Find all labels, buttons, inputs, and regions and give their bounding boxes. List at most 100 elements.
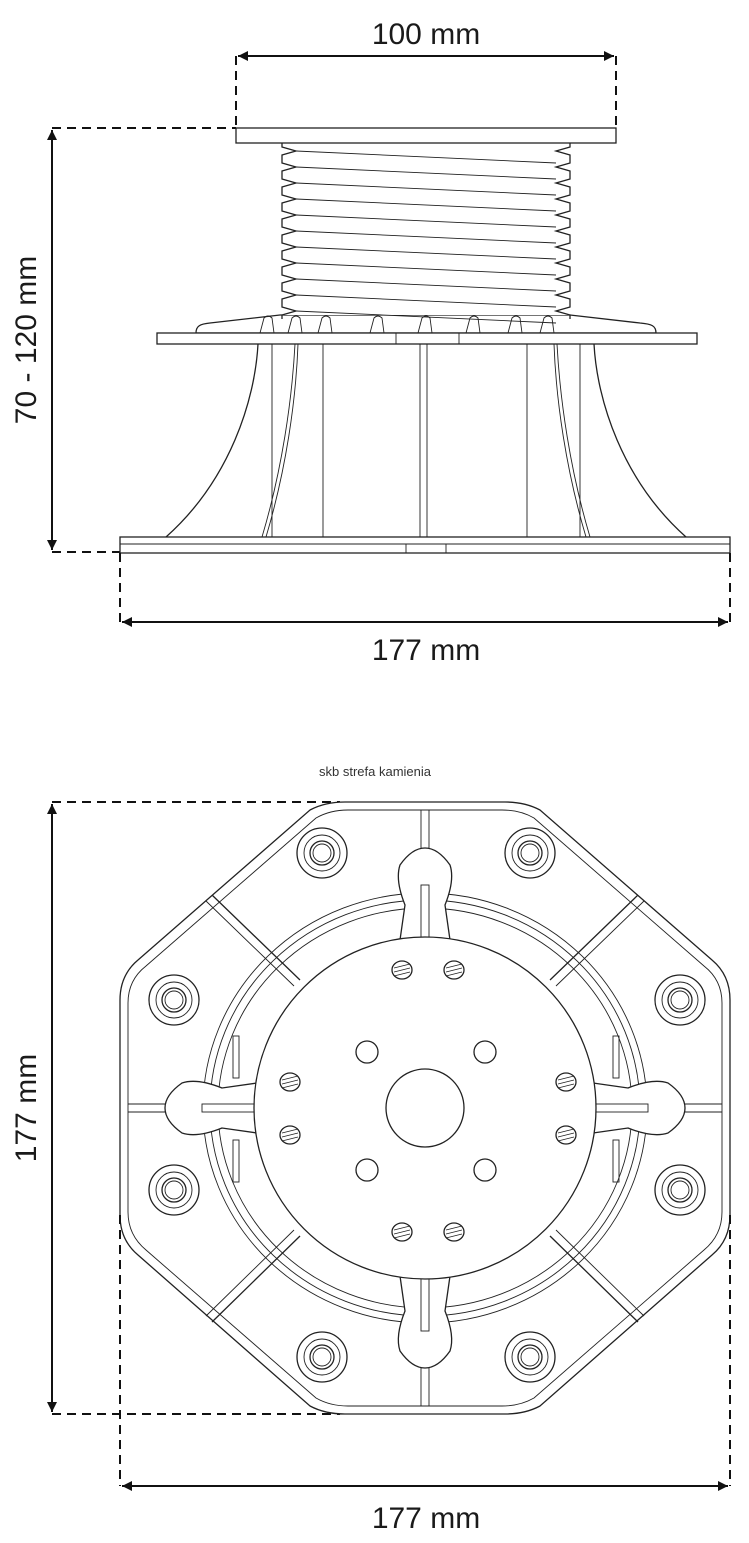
top-width-label: 100 mm: [372, 18, 480, 51]
boss-outer: [296, 1331, 348, 1383]
bosses: [148, 827, 706, 1383]
bolt-hole: [473, 1158, 497, 1182]
boss-hole: [309, 1344, 335, 1370]
boss-hole-inner: [312, 1347, 332, 1367]
screw-hole-hatch: [445, 971, 463, 977]
top-view-width-label: 177 mm: [372, 1502, 480, 1535]
screw-hole: [391, 1222, 413, 1242]
screw-hole-hatch: [557, 1128, 575, 1134]
height-label: 70 - 120 mm: [10, 256, 43, 424]
spoke: [211, 894, 301, 981]
screw-hole-hatch: [445, 963, 463, 969]
center-hole: [385, 1068, 465, 1148]
top-plate: [235, 127, 617, 144]
side-view: 100 mm 70 - 120 mm 177 mm: [10, 18, 731, 667]
base-flare-outline: [165, 343, 687, 538]
boss-hole-inner: [520, 843, 540, 863]
spoke: [549, 894, 639, 981]
screw-hole-hatch: [393, 971, 411, 977]
boss-outer: [148, 1164, 200, 1216]
screw-hole-hatch: [445, 1225, 463, 1231]
boss-ring: [303, 834, 341, 872]
outer-base-inner-outline: [127, 809, 723, 1407]
screw-hole: [443, 1222, 465, 1242]
top-view-height-label: 177 mm: [10, 1054, 43, 1162]
screw-hole-hatch: [281, 1136, 299, 1142]
spoke: [549, 1235, 639, 1323]
middle-plate: [156, 332, 698, 345]
boss-outer: [504, 1331, 556, 1383]
screw-hole-hatch: [557, 1083, 575, 1089]
boss-hole: [161, 1177, 187, 1203]
screw-hole: [279, 1125, 301, 1145]
boss-hole: [309, 840, 335, 866]
screw-hole: [555, 1072, 577, 1092]
boss-outer: [654, 974, 706, 1026]
screw-hole-hatch: [445, 967, 463, 973]
bolt-hole: [355, 1040, 379, 1064]
base-curved-ribs: [261, 343, 591, 538]
thread-line: [295, 198, 557, 212]
holes: [279, 960, 577, 1242]
screw-hole-hatch: [393, 1229, 411, 1235]
boss-outer: [654, 1164, 706, 1216]
collar-teeth: [259, 315, 555, 334]
lobe-outline: [164, 1080, 258, 1136]
spoke: [205, 1229, 295, 1317]
lobe: [397, 1275, 453, 1369]
watermark-text: skb strefa kamienia: [319, 764, 432, 779]
collar-tooth: [369, 315, 385, 334]
side-slot: [612, 1139, 620, 1183]
lobe-outline: [397, 847, 453, 941]
thread-right-edge: [553, 143, 571, 319]
thread-line: [295, 294, 557, 308]
boss-hole-inner: [312, 843, 332, 863]
top-view: 177 mm 177 mm: [10, 801, 731, 1535]
boss-ring: [661, 981, 699, 1019]
boss-ring: [511, 834, 549, 872]
boss-hole-inner: [164, 1180, 184, 1200]
collar-tooth: [539, 315, 555, 334]
screw-hole-hatch: [557, 1132, 575, 1138]
base-width-label: 177 mm: [372, 634, 480, 667]
threaded-column: [281, 143, 571, 324]
screw-hole-hatch: [393, 1233, 411, 1239]
collar: [195, 314, 657, 334]
screw-hole-hatch: [281, 1128, 299, 1134]
lobe-outline: [592, 1080, 686, 1136]
spoke: [211, 1235, 301, 1323]
screw-hole-hatch: [393, 963, 411, 969]
collar-tooth: [259, 315, 275, 334]
spoke: [205, 900, 295, 987]
lobe: [592, 1080, 686, 1136]
thread-line: [295, 278, 557, 292]
diagonal-spokes: [128, 810, 722, 1406]
boss-hole-inner: [164, 990, 184, 1010]
boss-ring: [661, 1171, 699, 1209]
boss-outer: [504, 827, 556, 879]
boss-hole-inner: [520, 1347, 540, 1367]
thread-line: [295, 150, 557, 164]
screw-hole-hatch: [281, 1083, 299, 1089]
boss-outer: [148, 974, 200, 1026]
base-ribs: [271, 344, 581, 537]
base-plate: [119, 536, 731, 554]
collar-tooth: [507, 315, 523, 334]
boss-ring: [303, 1338, 341, 1376]
collar-tooth: [465, 315, 481, 334]
screw-hole: [279, 1072, 301, 1092]
lobe: [397, 847, 453, 941]
screw-hole-hatch: [445, 1229, 463, 1235]
boss-hole: [517, 840, 543, 866]
collar-tooth: [417, 315, 433, 334]
lobes: [164, 847, 686, 1369]
screw-hole: [443, 960, 465, 980]
thread-line: [295, 166, 557, 180]
boss-hole: [667, 987, 693, 1013]
spoke: [555, 900, 645, 987]
thread-line: [295, 310, 557, 324]
screw-hole-hatch: [393, 967, 411, 973]
boss-hole: [161, 987, 187, 1013]
spoke: [555, 1229, 645, 1317]
boss-outer: [296, 827, 348, 879]
